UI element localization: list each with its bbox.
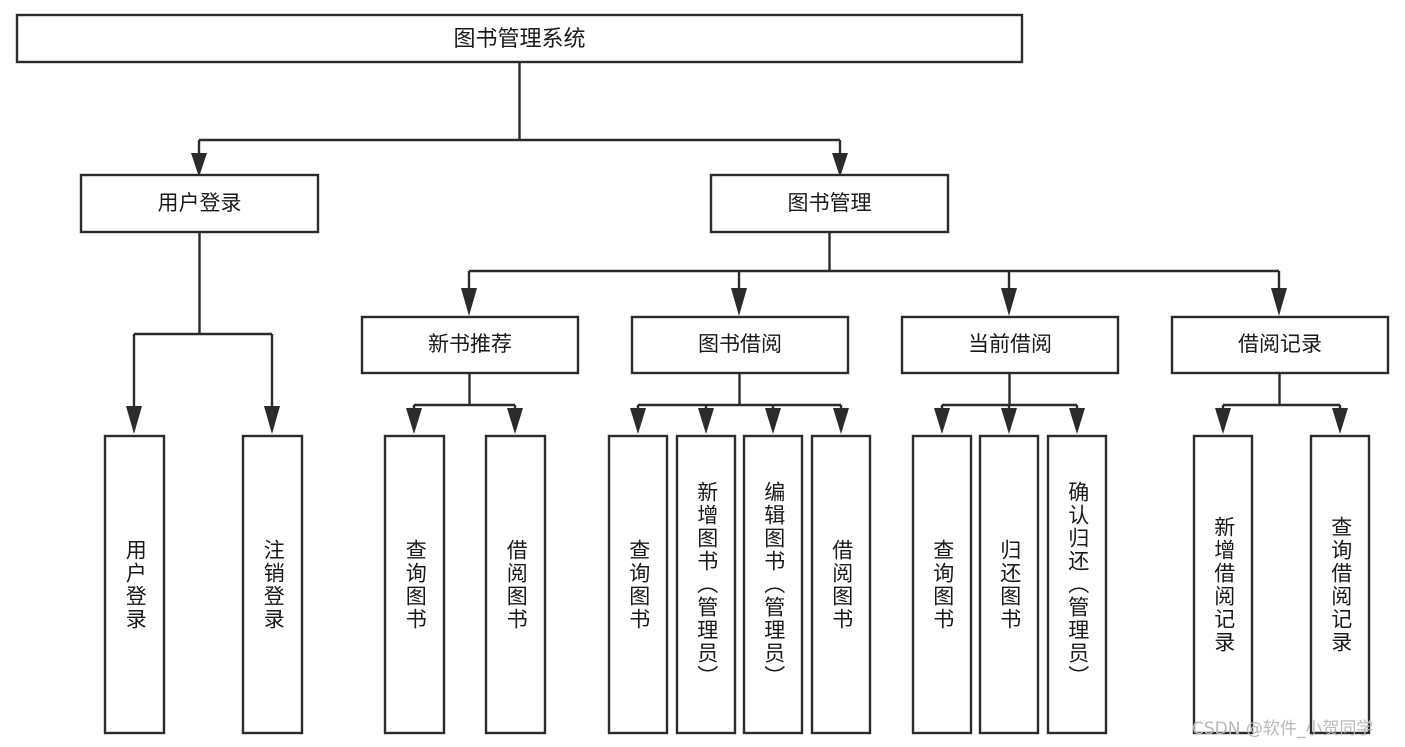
leaf-borrow-record-1[interactable] xyxy=(1192,434,1254,735)
arrow-head-leaf-currentborrow-1 xyxy=(934,408,950,434)
node-root-label: 图书管理系统 xyxy=(453,27,585,52)
node-root[interactable] xyxy=(15,13,1024,64)
node-book-borrow[interactable] xyxy=(630,315,850,375)
node-borrow-record[interactable] xyxy=(1170,315,1390,375)
arrow-head-new-book xyxy=(461,288,477,316)
leaf-book-borrow-3[interactable] xyxy=(742,434,804,735)
arrow-head-book-manage xyxy=(832,153,848,177)
leaf-current-borrow-3[interactable] xyxy=(1046,434,1108,735)
arrow-head-user-login xyxy=(191,153,207,177)
leaf-new-book-2[interactable] xyxy=(484,434,547,735)
node-current-borrow[interactable] xyxy=(900,315,1120,375)
arrow-head-leaf-borrowrecord-2 xyxy=(1332,408,1348,434)
csdn-watermark: CSDN @软件_小贺同学 xyxy=(1192,719,1374,739)
node-layer: 图书管理系统 用户登录 图书管理 新书推荐 图书借阅 当前借阅 借阅记录 xyxy=(15,13,1390,735)
arrow-head-leaf-bookborrow-1 xyxy=(630,408,646,434)
node-new-book-recommend[interactable] xyxy=(360,315,580,375)
arrow-head-book-borrow xyxy=(731,288,747,316)
arrow-head-leaf-newbook-1 xyxy=(406,408,422,434)
arrow-head-leaf-currentborrow-3 xyxy=(1069,408,1085,434)
arrow-head-leaf-borrowrecord-1 xyxy=(1215,408,1231,434)
leaf-book-borrow-4[interactable] xyxy=(810,434,872,735)
node-book-borrow-label: 图书借阅 xyxy=(698,332,782,356)
arrow-head-leaf-bookborrow-4 xyxy=(833,408,849,434)
arrow-head-borrow-record xyxy=(1271,288,1287,316)
leaf-book-borrow-2[interactable] xyxy=(675,434,737,735)
node-book-manage[interactable] xyxy=(709,173,950,234)
arrow-head-leaf-currentborrow-2 xyxy=(1001,408,1017,434)
leaf-book-borrow-1[interactable] xyxy=(607,434,669,735)
node-user-login-label: 用户登录 xyxy=(158,191,242,215)
arrow-head-current-borrow xyxy=(1001,288,1017,316)
arrow-head-leaf-user-login-1 xyxy=(126,406,142,434)
leaf-current-borrow-1[interactable] xyxy=(911,434,973,735)
leaf-user-login-1[interactable] xyxy=(103,434,166,735)
leaf-new-book-1[interactable] xyxy=(383,434,446,735)
node-book-manage-label: 图书管理 xyxy=(788,191,872,215)
arrow-head-leaf-user-login-2 xyxy=(264,406,280,434)
connector-layer xyxy=(126,62,1348,434)
leaf-current-borrow-2[interactable] xyxy=(978,434,1040,735)
arrow-head-leaf-bookborrow-2 xyxy=(698,408,714,434)
node-user-login[interactable] xyxy=(79,173,320,234)
node-new-book-recommend-label: 新书推荐 xyxy=(428,332,512,356)
leaf-borrow-record-2[interactable] xyxy=(1309,434,1371,735)
arrow-head-leaf-bookborrow-3 xyxy=(765,408,781,434)
leaf-user-login-2[interactable] xyxy=(241,434,304,735)
node-borrow-record-label: 借阅记录 xyxy=(1238,332,1322,356)
node-current-borrow-label: 当前借阅 xyxy=(968,332,1052,356)
arrow-head-leaf-newbook-2 xyxy=(507,408,523,434)
